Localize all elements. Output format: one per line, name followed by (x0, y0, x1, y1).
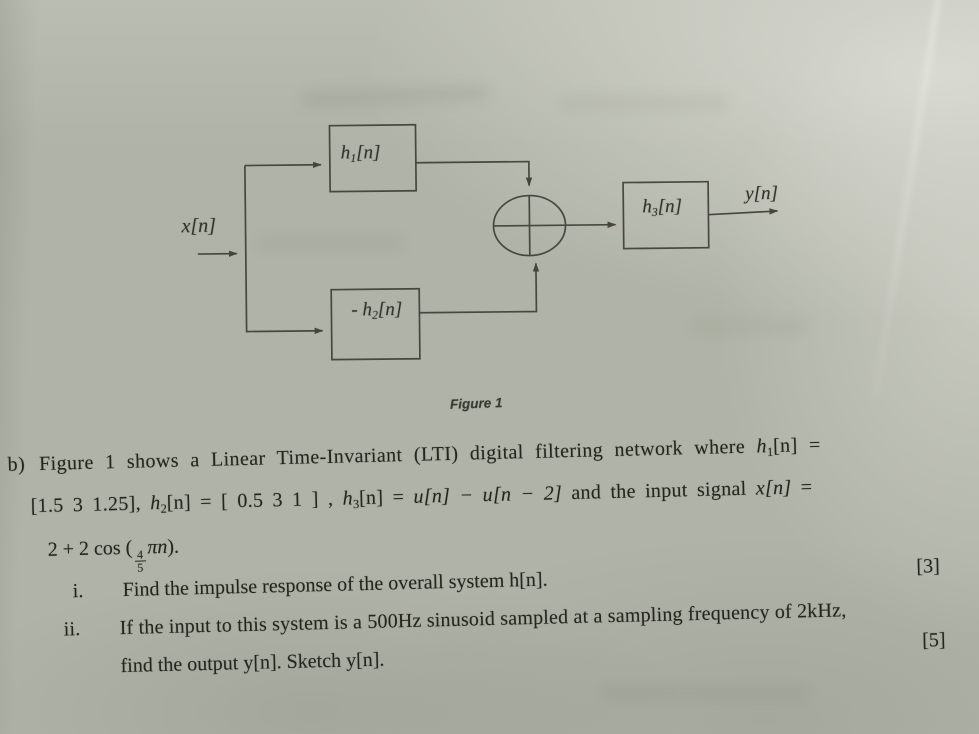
item-i-number: i. (72, 579, 84, 603)
item-i-text: Find the impulse response of the overall… (122, 568, 548, 602)
item-ii-marks: [5] (921, 628, 946, 652)
item-ii-text: If the input to this system is a 500Hz s… (119, 599, 847, 640)
summer-to-h3 (565, 221, 617, 228)
h1-block-label: h1[n] (340, 142, 381, 165)
question-line-2: [1.5 3 1.25], h2[n] = [ 0.5 3 1 ] , h3[n… (30, 476, 813, 518)
question-part-b: b)Figure 1 shows a Linear Time-Invariant… (7, 418, 975, 691)
h3-block-label: h3[n] (642, 195, 683, 219)
h2-block-label: - h2[n] (351, 298, 403, 322)
input-signal-label: x[n] (181, 214, 217, 238)
h2-to-summer (419, 262, 540, 314)
question-item-ii-line-2: find the output y[n]. Sketch y[n]. (120, 647, 384, 679)
h2-block-outline (330, 287, 421, 361)
question-item-ii: ii. If the input to this system is a 500H… (63, 597, 846, 642)
h1-to-summer (415, 160, 533, 187)
item-i-marks: [3] (916, 555, 941, 578)
figure-caption: Figure 1 (449, 395, 503, 412)
item-ii-number: ii. (63, 618, 81, 641)
bleedthrough-smudge (560, 96, 730, 110)
output-signal-label: y[n] (745, 182, 779, 205)
h1-block-outline (328, 123, 418, 193)
bleedthrough-smudge (255, 236, 405, 250)
part-label: b) (7, 453, 26, 476)
branch-line (244, 165, 248, 333)
output-arrow (708, 208, 779, 216)
bleedthrough-smudge (690, 320, 810, 333)
bleedthrough-smudge (600, 686, 810, 700)
summer-cross-vertical (528, 195, 531, 256)
question-line-1: b)Figure 1 shows a Linear Time-Invariant… (7, 433, 821, 476)
arrow-to-h1 (244, 161, 322, 169)
item-ii-text-2: find the output y[n]. Sketch y[n]. (120, 648, 385, 678)
arrow-to-h2 (246, 327, 324, 335)
